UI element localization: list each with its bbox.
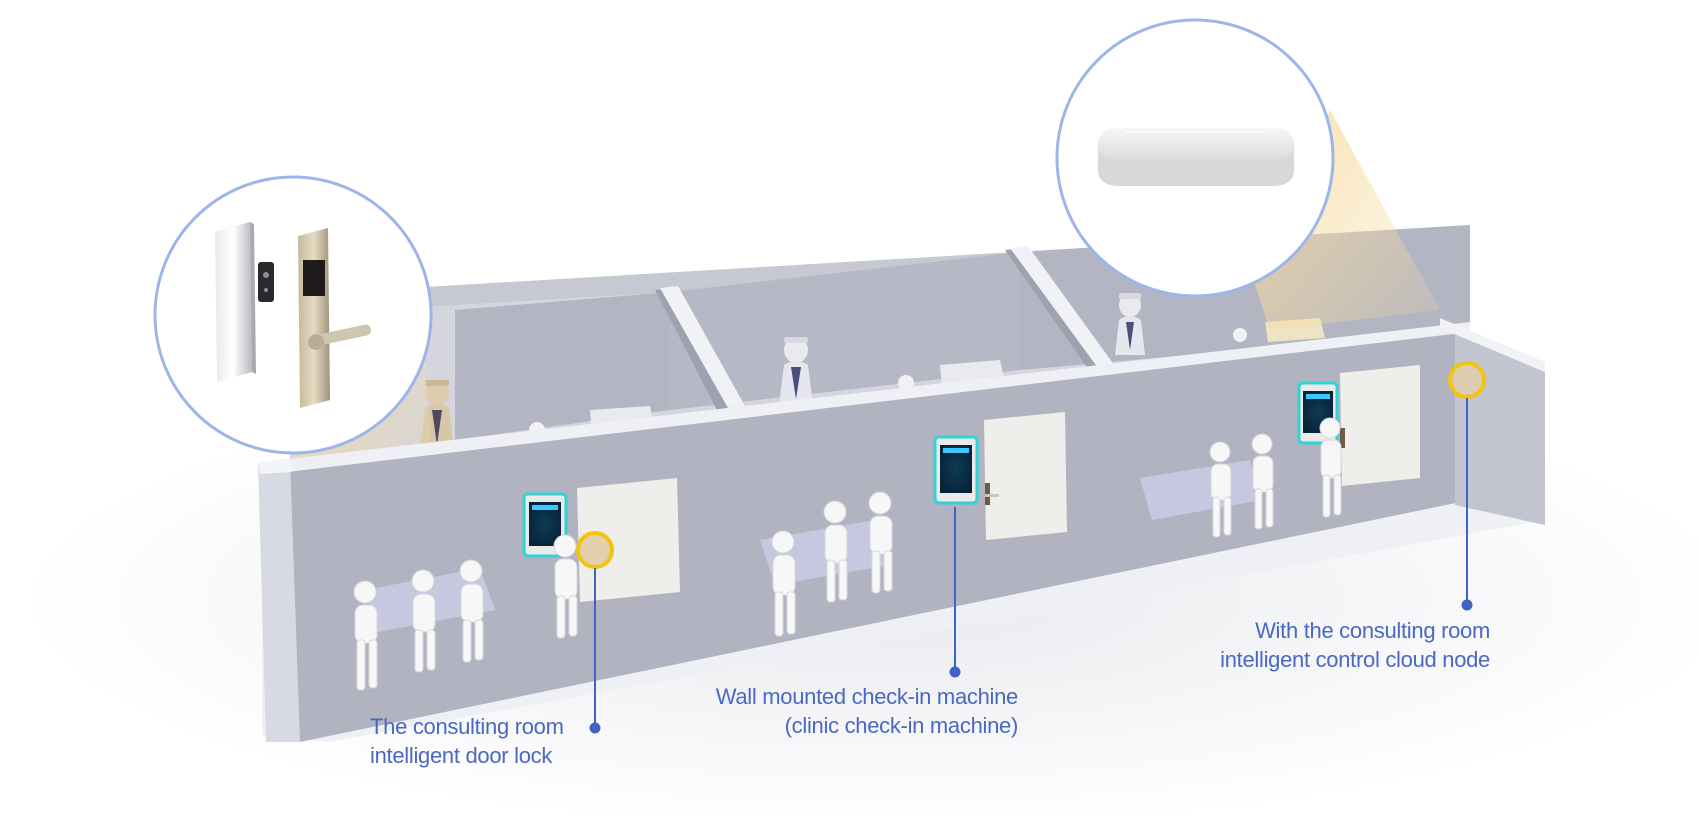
check-in-kiosk-icon [933, 435, 979, 505]
person-figure-icon [411, 569, 436, 673]
person-figure-icon [868, 491, 893, 594]
door-3 [1340, 365, 1420, 486]
partition-2-top [1010, 246, 1115, 368]
door-handle-2-lever [985, 494, 999, 497]
right-end-wall-top [1440, 318, 1545, 372]
room2-back-wall [670, 252, 1020, 410]
checkin-machine-label: Wall mounted check-in machine (clinic ch… [668, 682, 1019, 740]
door-lock-label-line1: The consulting room [370, 714, 564, 739]
person-figure-icon [823, 500, 848, 603]
door-lock-label-line2: intelligent door lock [370, 743, 553, 768]
cloud-node-box-icon [1098, 128, 1294, 186]
person-figure-icon [771, 530, 796, 637]
checkin-label-line2: (clinic check-in machine) [784, 713, 1019, 738]
partition-1-top [660, 286, 745, 408]
cloud-node-highlight [1448, 361, 1486, 399]
door-lock-highlight [576, 531, 614, 569]
room-patient-3 [1233, 328, 1247, 342]
door-lock-icon [215, 222, 372, 408]
door-2 [984, 412, 1067, 540]
doctor-figure-3 [1115, 293, 1145, 355]
checkin-leader-dot [949, 666, 961, 678]
waiting-people [353, 417, 1342, 691]
person-figure-icon [1209, 441, 1232, 538]
cloud-node-beam [1250, 110, 1440, 330]
doctor-figure-2 [779, 337, 813, 405]
cloud-node-magnifier [1055, 18, 1335, 298]
person-figure-icon [459, 559, 484, 663]
cloud-node-label-line2: intelligent control cloud node [1220, 647, 1490, 672]
door-lock-label: The consulting room intelligent door loc… [370, 712, 564, 770]
leader-lines [589, 398, 1473, 734]
room1-back-wall [455, 292, 670, 440]
person-figure-icon [1319, 417, 1342, 518]
person-figure-icon [353, 580, 378, 691]
cloud-node-label-line1: With the consulting room [1255, 618, 1490, 643]
door-lock-magnifier [153, 175, 433, 455]
door-1 [577, 478, 680, 602]
person-figure-icon [553, 534, 578, 639]
door-handle-3 [1340, 428, 1345, 448]
person-figure-icon [1251, 433, 1274, 530]
corridor-wall-top [262, 322, 1470, 475]
left-end-wall [258, 460, 300, 742]
left-end-wall-top [258, 460, 292, 474]
checkin-label-line1: Wall mounted check-in machine [715, 684, 1019, 709]
cloud-node-label: With the consulting room intelligent con… [1120, 616, 1490, 674]
cloud-node-leader-dot [1461, 599, 1473, 611]
right-end-wall [1440, 322, 1545, 525]
door-lock-leader-dot [589, 722, 601, 734]
